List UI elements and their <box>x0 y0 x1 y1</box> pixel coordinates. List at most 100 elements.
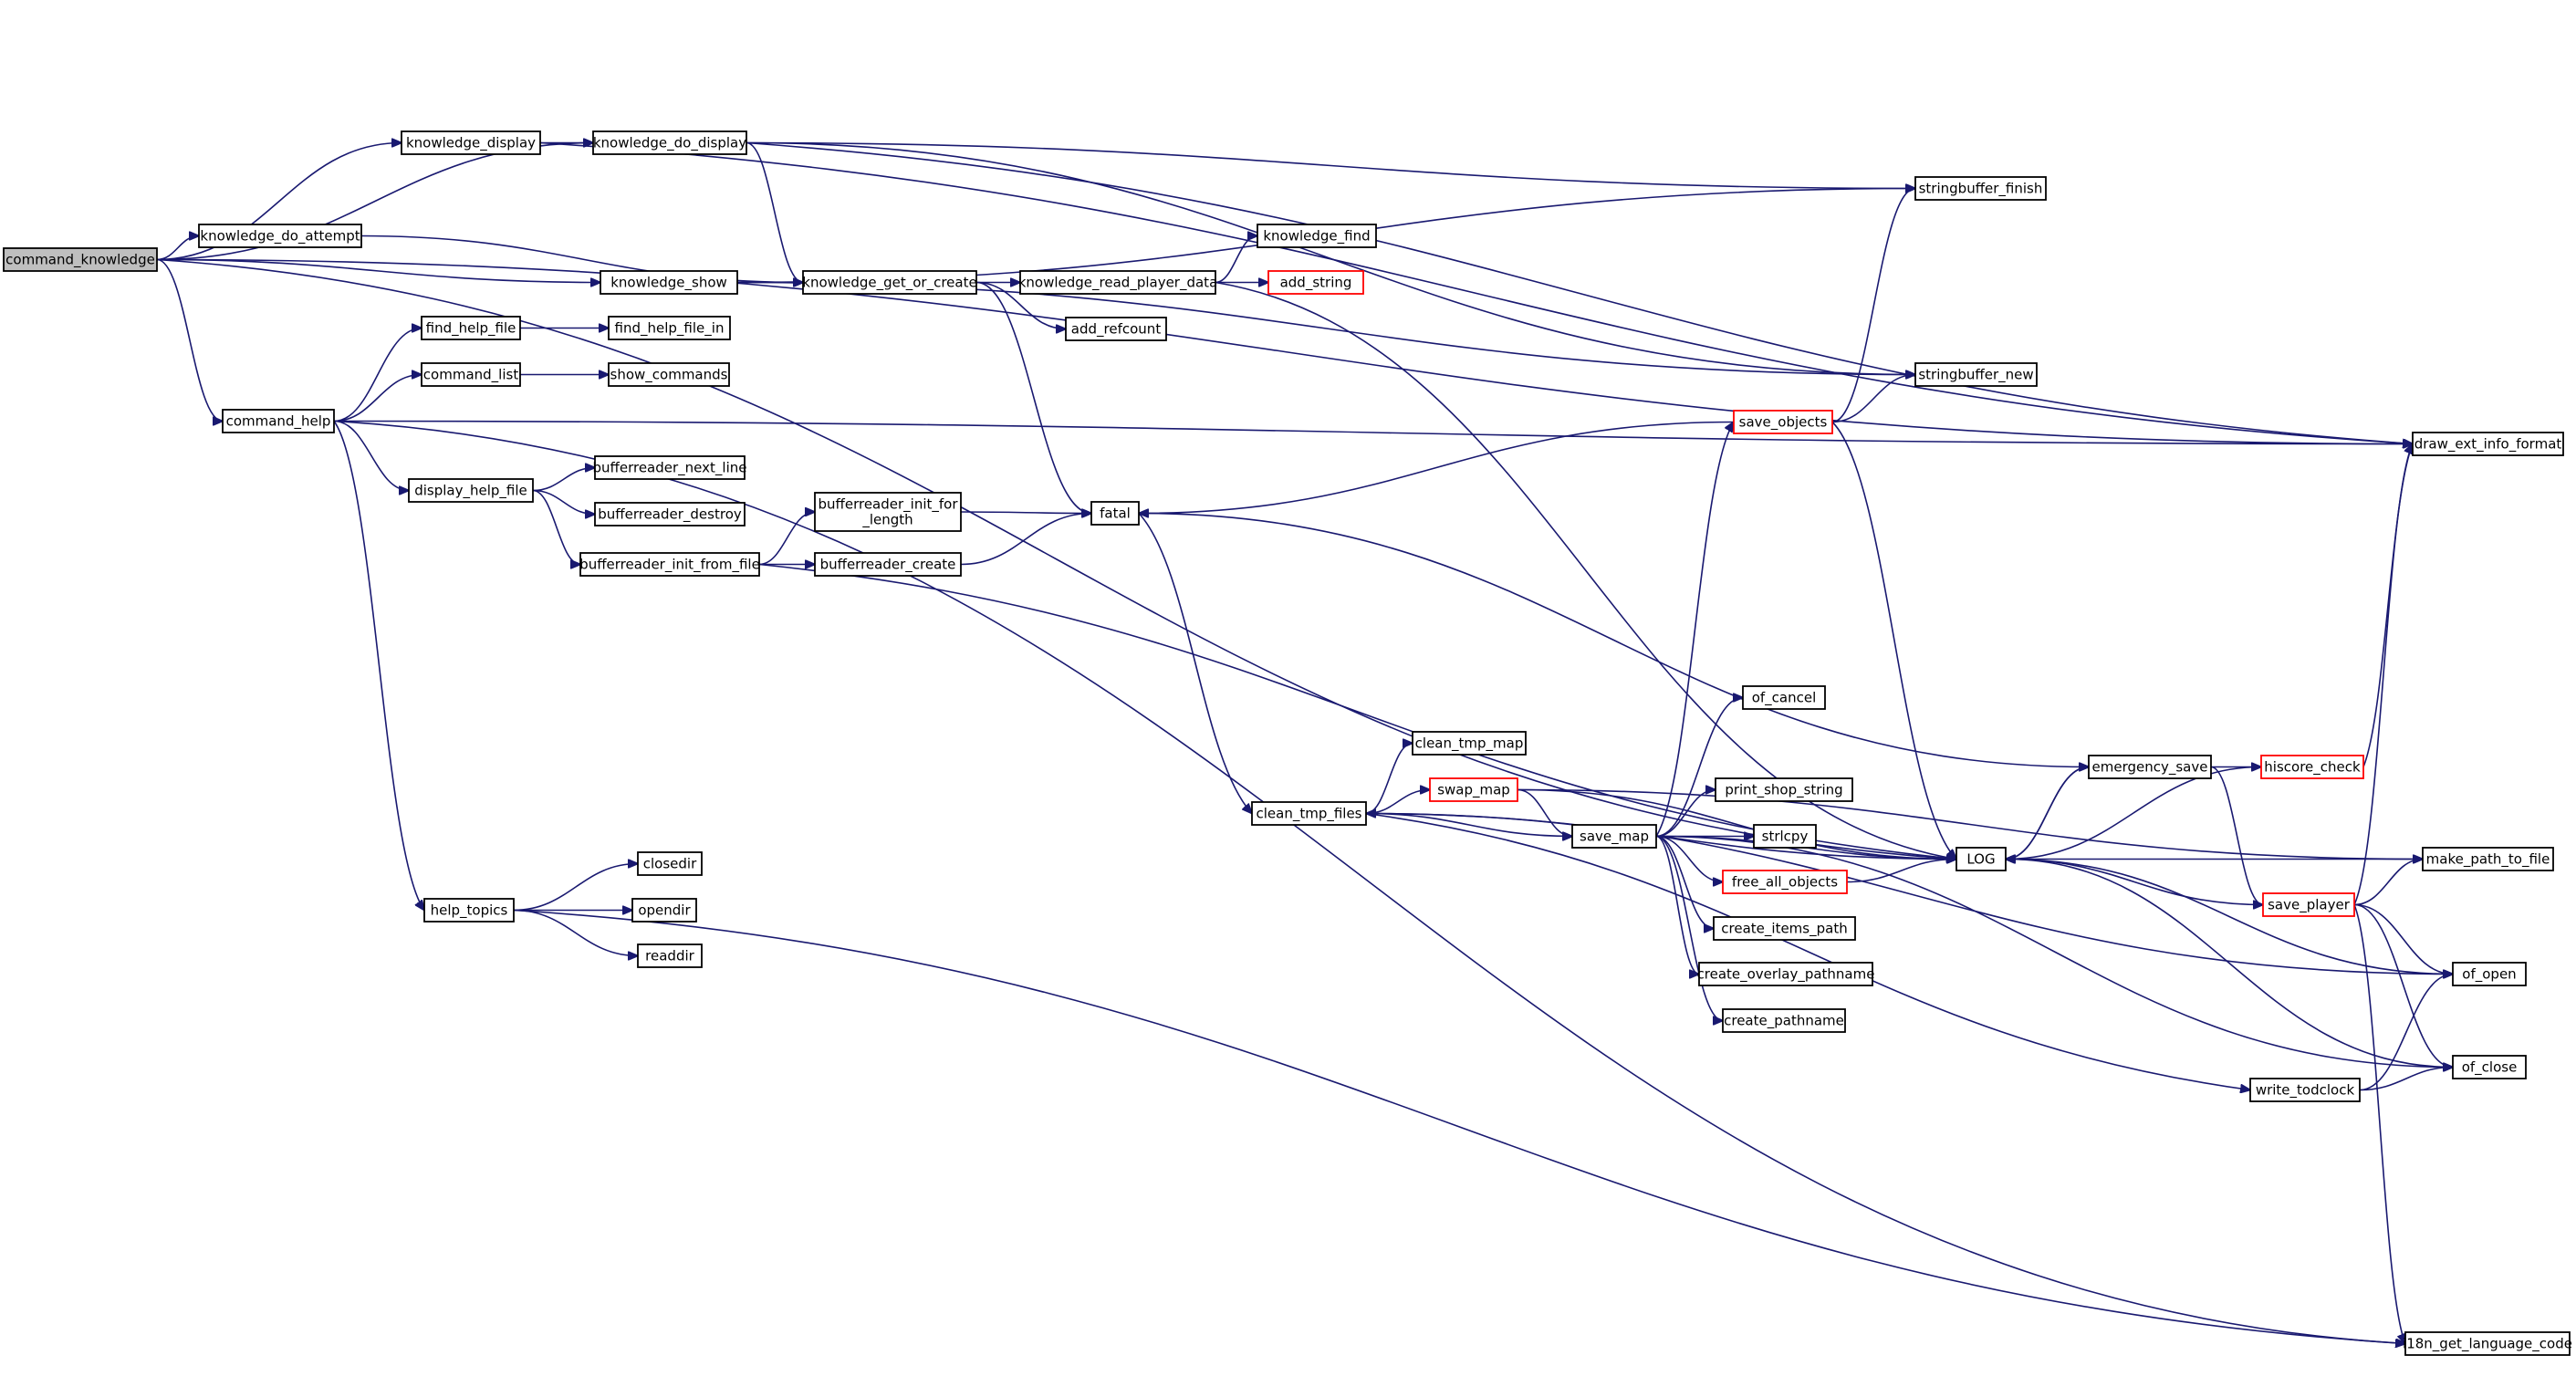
node-box-add_string[interactable] <box>1267 270 1364 295</box>
node-knowledge_do_display[interactable]: knowledge_do_display <box>592 130 747 155</box>
node-stringbuffer_new[interactable]: stringbuffer_new <box>1914 362 2038 387</box>
node-create_items_path[interactable]: create_items_path <box>1713 916 1856 941</box>
node-save_map[interactable]: save_map <box>1571 824 1657 849</box>
node-box-strlcpy[interactable] <box>1753 824 1817 849</box>
node-hiscore_check[interactable]: hiscore_check <box>2260 755 2364 779</box>
node-box-display_help_file[interactable] <box>408 478 534 503</box>
node-box-knowledge_read_player_data[interactable] <box>1019 270 1216 295</box>
node-display_help_file[interactable]: display_help_file <box>408 478 534 503</box>
node-box-command_knowledge[interactable] <box>3 247 158 272</box>
node-box-free_all_objects[interactable] <box>1722 870 1848 894</box>
node-find_help_file_in[interactable]: find_help_file_in <box>608 316 731 340</box>
node-command_list[interactable]: command_list <box>421 362 521 387</box>
node-box-i18n_get_language_code[interactable] <box>2404 1331 2571 1356</box>
node-fatal[interactable]: fatal <box>1090 501 1140 526</box>
node-box-clean_tmp_files[interactable] <box>1251 801 1367 826</box>
node-box-stringbuffer_finish[interactable] <box>1914 176 2047 201</box>
node-bufferreader_destroy[interactable]: bufferreader_destroy <box>594 502 746 526</box>
node-box-closedir[interactable] <box>637 851 703 876</box>
node-strlcpy[interactable]: strlcpy <box>1753 824 1817 849</box>
node-box-add_refcount[interactable] <box>1065 317 1167 341</box>
node-box-hiscore_check[interactable] <box>2260 755 2364 779</box>
node-box-create_pathname[interactable] <box>1722 1008 1846 1033</box>
node-free_all_objects[interactable]: free_all_objects <box>1722 870 1848 894</box>
node-closedir[interactable]: closedir <box>637 851 703 876</box>
node-knowledge_show[interactable]: knowledge_show <box>600 270 738 295</box>
node-readdir[interactable]: readdir <box>637 943 703 968</box>
node-box-make_path_to_file[interactable] <box>2422 847 2554 871</box>
node-box-bufferreader_create[interactable] <box>814 552 962 577</box>
node-box-opendir[interactable] <box>631 898 697 923</box>
node-box-of_open[interactable] <box>2452 962 2527 986</box>
node-box-create_items_path[interactable] <box>1713 916 1856 941</box>
node-knowledge_find[interactable]: knowledge_find <box>1257 224 1377 248</box>
node-box-write_todclock[interactable] <box>2249 1078 2361 1102</box>
node-box-save_objects[interactable] <box>1733 410 1833 434</box>
node-box-help_topics[interactable] <box>423 898 515 923</box>
node-bufferreader_create[interactable]: bufferreader_create <box>814 552 962 577</box>
node-box-LOG[interactable] <box>1955 847 2007 871</box>
node-box-swap_map[interactable] <box>1429 777 1518 802</box>
node-box-clean_tmp_map[interactable] <box>1412 731 1527 756</box>
node-box-print_shop_string[interactable] <box>1715 777 1853 802</box>
node-box-bufferreader_next_line[interactable] <box>594 455 746 480</box>
node-box-stringbuffer_new[interactable] <box>1914 362 2038 387</box>
node-emergency_save[interactable]: emergency_save <box>2088 755 2212 779</box>
node-swap_map[interactable]: swap_map <box>1429 777 1518 802</box>
node-box-create_overlay_pathname[interactable] <box>1698 962 1873 986</box>
node-knowledge_read_player_data[interactable]: knowledge_read_player_data <box>1018 270 1218 295</box>
node-bufferreader_next_line[interactable]: bufferreader_next_line <box>593 455 747 480</box>
node-box-save_player[interactable] <box>2262 892 2355 917</box>
node-of_cancel[interactable]: of_cancel <box>1742 685 1826 710</box>
node-add_refcount[interactable]: add_refcount <box>1065 317 1167 341</box>
node-box-emergency_save[interactable] <box>2088 755 2212 779</box>
node-box-find_help_file[interactable] <box>421 316 521 340</box>
node-stringbuffer_finish[interactable]: stringbuffer_finish <box>1914 176 2047 201</box>
node-box-bufferreader_destroy[interactable] <box>594 502 746 526</box>
node-box-knowledge_do_display[interactable] <box>592 130 747 155</box>
node-help_topics[interactable]: help_topics <box>423 898 515 923</box>
node-box-bufferreader_init_from_file[interactable] <box>579 552 760 577</box>
node-LOG[interactable]: LOG <box>1955 847 2007 871</box>
node-box-knowledge_find[interactable] <box>1257 224 1377 248</box>
node-make_path_to_file[interactable]: make_path_to_file <box>2422 847 2554 871</box>
node-box-show_commands[interactable] <box>608 362 730 387</box>
node-command_help[interactable]: command_help <box>222 409 335 433</box>
node-clean_tmp_map[interactable]: clean_tmp_map <box>1412 731 1527 756</box>
node-bufferreader_init_for_length[interactable]: bufferreader_init_for_length <box>814 492 962 532</box>
node-box-fatal[interactable] <box>1090 501 1140 526</box>
node-box-knowledge_get_or_create[interactable] <box>802 270 977 295</box>
node-i18n_get_language_code[interactable]: i18n_get_language_code <box>2403 1331 2572 1356</box>
node-add_string[interactable]: add_string <box>1267 270 1364 295</box>
node-of_close[interactable]: of_close <box>2452 1055 2527 1079</box>
node-box-knowledge_show[interactable] <box>600 270 738 295</box>
node-box-readdir[interactable] <box>637 943 703 968</box>
node-save_objects[interactable]: save_objects <box>1733 410 1833 434</box>
node-create_overlay_pathname[interactable]: create_overlay_pathname <box>1697 962 1875 986</box>
node-of_open[interactable]: of_open <box>2452 962 2527 986</box>
node-knowledge_get_or_create[interactable]: knowledge_get_or_create <box>802 270 977 295</box>
node-show_commands[interactable]: show_commands <box>608 362 730 387</box>
node-draw_ext_info_format[interactable]: draw_ext_info_format <box>2412 432 2564 456</box>
node-knowledge_do_attempt[interactable]: knowledge_do_attempt <box>198 224 362 248</box>
node-opendir[interactable]: opendir <box>631 898 697 923</box>
node-create_pathname[interactable]: create_pathname <box>1722 1008 1846 1033</box>
node-box-bufferreader_init_for_length[interactable] <box>814 492 962 532</box>
node-bufferreader_init_from_file[interactable]: bufferreader_init_from_file <box>579 552 760 577</box>
node-box-command_help[interactable] <box>222 409 335 433</box>
node-box-of_close[interactable] <box>2452 1055 2527 1079</box>
node-find_help_file[interactable]: find_help_file <box>421 316 521 340</box>
node-clean_tmp_files[interactable]: clean_tmp_files <box>1251 801 1367 826</box>
node-box-of_cancel[interactable] <box>1742 685 1826 710</box>
node-box-knowledge_do_attempt[interactable] <box>198 224 362 248</box>
node-save_player[interactable]: save_player <box>2262 892 2355 917</box>
node-write_todclock[interactable]: write_todclock <box>2249 1078 2361 1102</box>
node-box-save_map[interactable] <box>1571 824 1657 849</box>
node-box-find_help_file_in[interactable] <box>608 316 731 340</box>
node-box-draw_ext_info_format[interactable] <box>2412 432 2564 456</box>
node-box-command_list[interactable] <box>421 362 521 387</box>
node-print_shop_string[interactable]: print_shop_string <box>1715 777 1853 802</box>
node-command_knowledge[interactable]: command_knowledge <box>3 247 158 272</box>
node-box-knowledge_display[interactable] <box>401 130 541 155</box>
node-knowledge_display[interactable]: knowledge_display <box>401 130 541 155</box>
